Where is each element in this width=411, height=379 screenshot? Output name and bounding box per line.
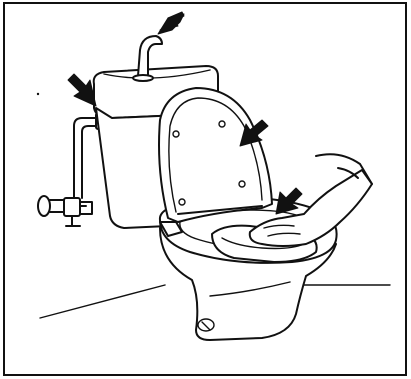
arrow-faucet	[158, 12, 184, 34]
floor-line	[40, 285, 165, 318]
arrow-valve	[68, 74, 96, 106]
stop-valve	[38, 196, 92, 226]
toilet-lid	[159, 88, 272, 222]
wall-dot	[37, 93, 39, 95]
